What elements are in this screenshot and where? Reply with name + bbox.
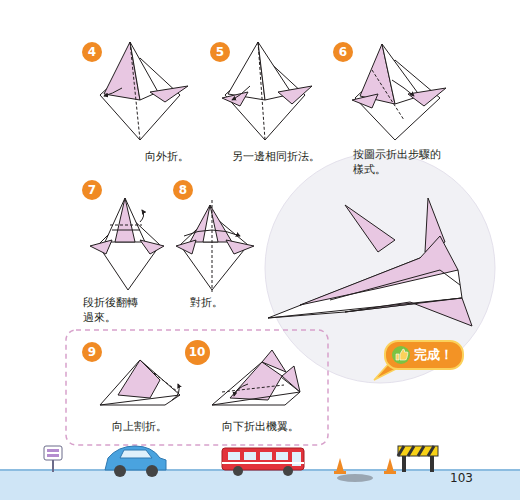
callout-number: 4: [88, 45, 96, 59]
callout-number: 8: [179, 183, 187, 197]
callout-number: 7: [88, 183, 96, 197]
step-caption: 按圖示折出步驟的 樣式。: [353, 148, 445, 178]
step-caption: 對折。: [190, 296, 223, 311]
step-number: 8: [173, 180, 193, 200]
street-decoration: [0, 446, 520, 500]
callout-number: 6: [339, 45, 347, 59]
step-caption: 向外折。: [145, 150, 189, 165]
bubble-text: 完成！: [414, 347, 453, 362]
speech-bubble: 完成！: [384, 340, 464, 370]
callout-number: 10: [189, 345, 206, 359]
callout-number: 5: [216, 45, 224, 59]
page-number: 103: [450, 470, 473, 486]
step-number: 10: [185, 340, 210, 365]
step-number: 9: [82, 342, 102, 362]
step-number: 5: [210, 42, 230, 62]
step-number: 7: [82, 180, 102, 200]
step-number: 4: [82, 42, 102, 62]
step-caption: 另一邊相同折法。: [232, 150, 320, 165]
finished-plane: [268, 198, 472, 326]
thumbs-up-icon: [392, 346, 410, 364]
dashed-frame: [66, 330, 328, 445]
step-caption: 向下折出機翼。: [222, 420, 299, 435]
callout-number: 9: [88, 345, 96, 359]
step-caption: 段折後翻轉 過來。: [83, 296, 145, 326]
step-number: 6: [333, 42, 353, 62]
step-caption: 向上割折。: [112, 420, 167, 435]
finished-circle: [265, 153, 495, 383]
